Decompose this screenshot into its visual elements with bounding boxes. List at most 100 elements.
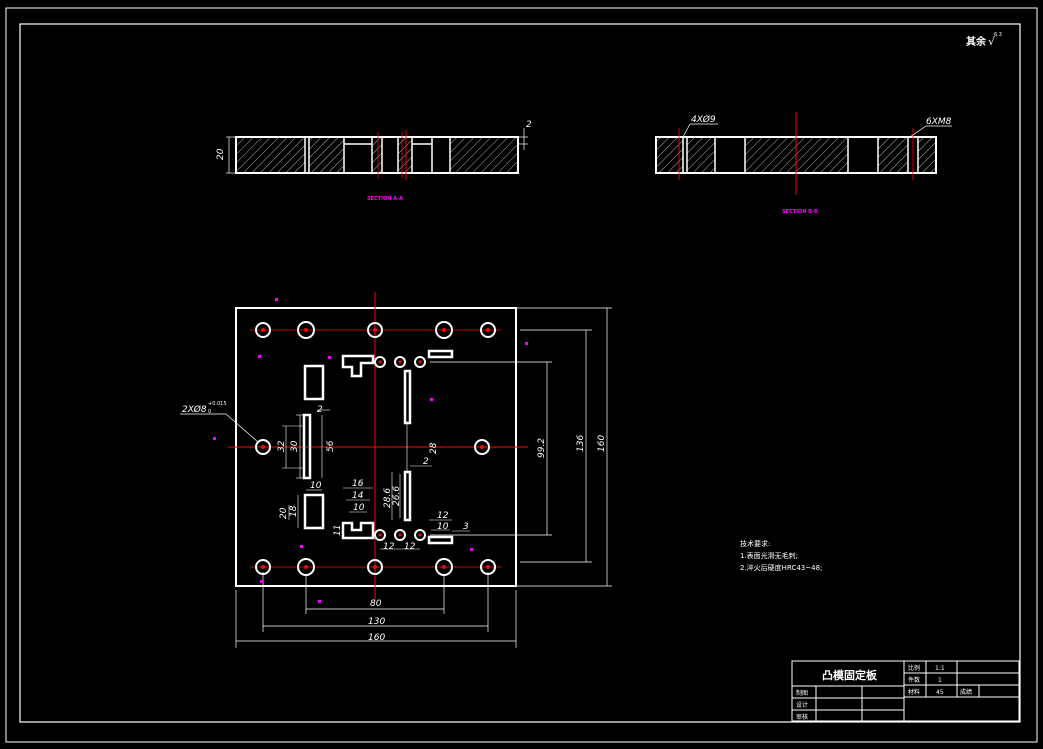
hole-top-2 <box>297 321 315 339</box>
inner-frame <box>19 23 1021 723</box>
slot-upper-shape <box>341 354 375 378</box>
plan-view: 160 130 80 160 136 99.2 2XØ8 +0.015 0 <box>180 292 612 648</box>
section-a-small-label: 2 <box>526 120 532 130</box>
dim-12c: 12 <box>437 511 449 521</box>
section-b-hatch-4 <box>878 138 908 172</box>
title-part-name: 凸模固定板 <box>822 668 878 682</box>
section-a-view: 20 2 SECTION A-A <box>216 120 532 202</box>
dim-11: 11 <box>333 525 343 536</box>
section-a-label: SECTION A-A <box>367 196 403 202</box>
slot-horizontal-lower <box>427 535 454 545</box>
section-a-hatch-1 <box>237 138 305 172</box>
dim-20: 20 <box>279 507 289 519</box>
title-scale-label: 比例 <box>908 664 920 672</box>
notes-title: 技术要求: <box>740 539 770 548</box>
section-a-hatch-4 <box>398 138 412 172</box>
section-a-outline <box>235 136 519 174</box>
title-drawn-label: 制图 <box>796 689 808 697</box>
dim-26-6: 26.6 <box>392 486 402 506</box>
title-design-label: 设计 <box>796 701 808 709</box>
section-b-cut-lines <box>682 137 919 173</box>
surface-value: 6.3 <box>994 32 1002 38</box>
dim-28-6: 28.6 <box>383 488 393 508</box>
section-b-leaders <box>682 123 952 138</box>
surface-note-text: 其余 <box>966 35 987 48</box>
outer-frame <box>5 7 1038 743</box>
section-a-hatch-3 <box>372 138 382 172</box>
slot-rect-mid-left <box>302 413 312 480</box>
section-b-hatch-2 <box>687 138 715 172</box>
slot-vertical-upper <box>403 369 412 425</box>
dim-3: 3 <box>463 522 469 532</box>
title-grade-label: 成绩 <box>960 688 972 696</box>
title-material-value: 45 <box>936 689 944 696</box>
title-qty-value: 1 <box>938 677 942 684</box>
dim-2a: 2 <box>317 405 323 415</box>
title-block-frame <box>791 660 1020 722</box>
dim-18: 18 <box>289 505 299 517</box>
dim-width-160: 160 <box>368 633 385 643</box>
dim-16: 16 <box>352 479 364 489</box>
punch-openings <box>302 349 454 545</box>
section-b-holes-right: 6XM8 <box>926 117 952 127</box>
small-round-holes <box>374 356 426 541</box>
hole-top-1 <box>255 322 271 338</box>
internal-dim-lines <box>282 409 470 550</box>
title-review-label: 审核 <box>796 713 808 721</box>
hole-callout: 2XØ8 <box>182 404 207 415</box>
construction-marks <box>213 298 528 603</box>
notes-line-1: 1.表面光滑无毛刺; <box>740 551 798 560</box>
overall-dimension-lines <box>235 307 612 648</box>
section-b-view: 4XØ9 6XM8 SECTION B-B <box>655 112 952 215</box>
dim-height-99-2: 99.2 <box>537 438 547 458</box>
slot-lower-shape <box>341 521 375 540</box>
section-a-thickness-label: 20 <box>216 148 226 160</box>
dim-28: 28 <box>429 442 439 454</box>
slot-vertical-lower <box>403 470 412 522</box>
hole-bottom-3 <box>367 559 383 575</box>
top-hole-row <box>255 321 496 339</box>
dim-width-130: 130 <box>368 617 385 627</box>
dim-10b: 10 <box>353 503 365 513</box>
dim-14: 14 <box>352 491 364 501</box>
hole-callout-leader <box>180 413 259 443</box>
dim-height-160: 160 <box>597 435 607 452</box>
dim-56: 56 <box>326 440 336 452</box>
section-b-hatch-5 <box>918 138 935 172</box>
slot-rect-lower-left <box>303 493 325 530</box>
title-material-label: 材料 <box>908 688 920 696</box>
hole-top-4 <box>435 321 453 339</box>
section-a-hatch-5 <box>450 138 517 172</box>
technical-notes: 技术要求: 1.表面光滑无毛刺; 2.淬火后硬度HRC43~48; <box>740 539 822 572</box>
notes-line-2: 2.淬火后硬度HRC43~48; <box>740 563 822 572</box>
hole-tolerance-lower: 0 <box>208 409 211 415</box>
section-a-cut-lines <box>304 137 451 173</box>
dim-width-80: 80 <box>370 599 382 609</box>
dim-10c: 10 <box>437 522 449 532</box>
pin-hole-left <box>255 439 271 455</box>
slot-horizontal-upper <box>427 349 454 359</box>
title-block <box>791 660 1020 722</box>
pin-holes <box>255 439 490 455</box>
dim-12b: 12 <box>404 542 416 552</box>
section-a-dim-small <box>518 128 528 150</box>
section-a-hatch-2 <box>309 138 344 172</box>
pin-hole-right <box>474 439 490 455</box>
section-b-holes-left: 4XØ9 <box>691 114 716 125</box>
hole-top-5 <box>480 322 496 338</box>
hole-top-3 <box>367 322 383 338</box>
hole-tolerance: +0.015 <box>208 401 227 407</box>
dim-height-136: 136 <box>576 435 586 452</box>
surface-finish-note: 其余 √ 6.3 <box>966 32 1002 48</box>
slot-rect-upper-left <box>303 364 325 401</box>
section-b-label: SECTION B-B <box>782 209 818 215</box>
dim-12a: 12 <box>383 542 395 552</box>
dim-10: 10 <box>310 481 322 491</box>
title-scale-value: 1:1 <box>935 665 945 672</box>
title-qty-label: 件数 <box>908 676 920 684</box>
dim-2b: 2 <box>423 457 429 467</box>
dim-30: 30 <box>290 440 300 452</box>
surface-symbol-icon: √ <box>988 35 996 48</box>
dim-32: 32 <box>277 440 287 452</box>
